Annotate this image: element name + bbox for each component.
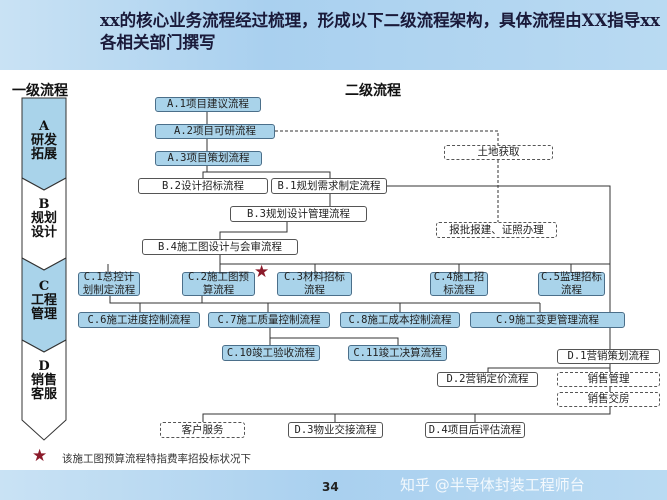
box-a2[interactable]: A.2项目可研流程 (155, 124, 275, 139)
box-b2[interactable]: B.2设计招标流程 (138, 178, 268, 194)
box-d2[interactable]: D.2营销定价流程 (437, 372, 538, 387)
box-d1[interactable]: D.1营销策划流程 (557, 349, 660, 364)
level1-code: C (38, 279, 50, 294)
level1-label: 销售客服 (30, 373, 57, 402)
box-b4[interactable]: B.4施工图设计与会审流程 (142, 239, 298, 255)
box-c1[interactable]: C.1总控计划制定流程 (78, 271, 140, 296)
level1-label: 规划设计 (30, 211, 57, 240)
box-land[interactable]: 土地获取 (444, 145, 553, 160)
level1-code: B (38, 197, 50, 212)
box-c7[interactable]: C.7施工质量控制流程 (208, 312, 330, 328)
box-d3[interactable]: D.3物业交接流程 (288, 422, 383, 438)
star-icon: ★ (254, 262, 270, 282)
level1-header: 一级流程 (12, 83, 68, 99)
page-number: 34 (322, 480, 339, 494)
box-d4[interactable]: D.4项目后评估流程 (425, 422, 525, 438)
level1-label: 研发拓展 (30, 133, 57, 162)
box-b3[interactable]: B.3规划设计管理流程 (230, 206, 367, 222)
level1-code: A (38, 119, 50, 134)
level2-header: 二级流程 (345, 83, 401, 99)
box-c2[interactable]: C.2施工图预算流程 (182, 271, 255, 296)
box-customer-service[interactable]: 客户服务 (160, 422, 245, 438)
box-a1[interactable]: A.1项目建议流程 (155, 97, 261, 112)
star-icon: ★ (32, 446, 48, 466)
box-c8[interactable]: C.8施工成本控制流程 (340, 312, 460, 328)
box-c11[interactable]: C.11竣工决算流程 (348, 345, 447, 361)
footer-band (0, 470, 667, 500)
level1-label: 工程管理 (30, 293, 57, 322)
box-sales-handover[interactable]: 销售交房 (557, 392, 660, 407)
box-a3[interactable]: A.3项目策划流程 (155, 151, 262, 166)
box-c3[interactable]: C.3材料招标流程 (277, 271, 352, 296)
box-c9[interactable]: C.9施工变更管理流程 (470, 312, 625, 328)
watermark: 知乎 @半导体封装工程师台 (400, 476, 585, 494)
box-c4[interactable]: C.4施工招标流程 (430, 271, 488, 296)
footnote: 该施工图预算流程特指费率招投标状况下 (62, 453, 251, 465)
page-title: xx的核心业务流程经过梳理，形成以下二级流程架构，具体流程由XX指导xx各相关部… (100, 11, 660, 52)
header-band (0, 0, 667, 70)
box-sales-management[interactable]: 销售管理 (557, 372, 660, 387)
box-permit[interactable]: 报批报建、证照办理 (436, 222, 557, 238)
box-c5[interactable]: C.5监理招标流程 (538, 271, 605, 296)
box-c10[interactable]: C.10竣工验收流程 (222, 345, 320, 361)
box-b1[interactable]: B.1规划需求制定流程 (271, 178, 387, 194)
level1-code: D (38, 359, 50, 374)
box-c6[interactable]: C.6施工进度控制流程 (78, 312, 200, 328)
